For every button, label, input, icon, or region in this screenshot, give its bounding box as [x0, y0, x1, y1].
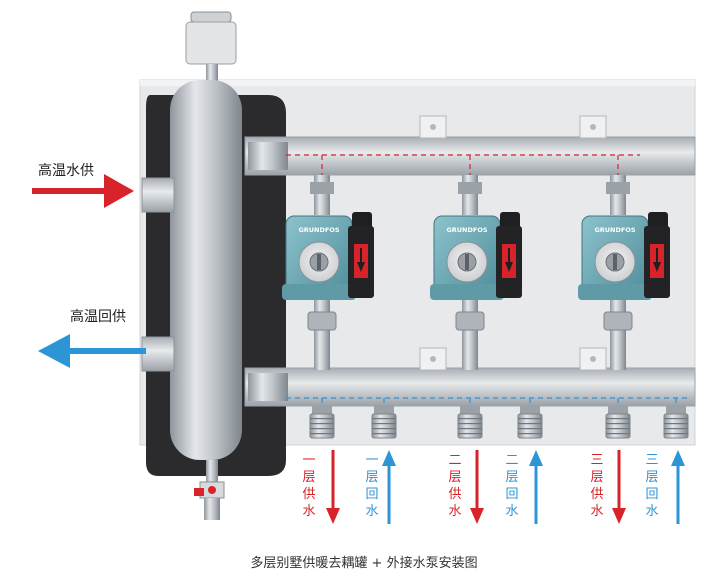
circulation-pump-3: GRUNDFOS: [578, 175, 670, 370]
outlet-fitting-3: [457, 406, 483, 439]
pump-brand-label: GRUNDFOS: [594, 226, 635, 234]
cold-flow-path: [286, 397, 690, 415]
flow-direction-icon: [653, 262, 661, 272]
hot-supply-arrow: [32, 174, 134, 208]
zone3-supply-arrow: [612, 450, 626, 524]
return-arrow: [38, 334, 146, 368]
zone3-return-label: 三层回水: [645, 453, 659, 519]
supply-label: 高温水供: [38, 163, 94, 179]
drain-valve: [194, 460, 225, 520]
decoupling-tank: [170, 80, 242, 460]
circulation-pump-1: GRUNDFOS: [282, 175, 374, 370]
outlet-fitting-4: [517, 406, 543, 439]
outlet-fitting-5: [605, 406, 631, 439]
zone2-supply-label: 二层供水: [448, 453, 462, 519]
outlet-fitting-2: [371, 406, 397, 439]
zone2-return-arrow: [529, 450, 543, 524]
zone1-supply-label: 一层供水: [302, 453, 316, 519]
pump-brand-label: GRUNDFOS: [298, 226, 339, 234]
flow-direction-icon: [505, 262, 513, 272]
outlet-fitting-6: [663, 406, 689, 439]
zone2-supply-arrow: [470, 450, 484, 524]
pump-brand-label: GRUNDFOS: [446, 226, 487, 234]
zone1-return-arrow: [382, 450, 396, 524]
zone3-return-arrow: [671, 450, 685, 524]
zone1-return-label: 一层回水: [365, 453, 379, 519]
zone2-return-label: 二层回水: [505, 453, 519, 519]
outlet-fitting-1: [309, 406, 335, 439]
tank-nozzle-supply: [141, 177, 175, 213]
return-label: 高温回供: [70, 309, 126, 325]
tank-nozzle-return: [141, 336, 175, 372]
zone3-supply-label: 三层供水: [590, 453, 604, 519]
zone1-supply-arrow: [326, 450, 340, 524]
air-vent-valve: [185, 11, 237, 90]
flow-direction-icon: [357, 262, 365, 272]
figure-caption: 多层别墅供暖去耦罐 + 外接水泵安装图: [250, 556, 478, 571]
circulation-pump-2: GRUNDFOS: [430, 175, 522, 370]
hot-flow-path: [286, 154, 640, 175]
